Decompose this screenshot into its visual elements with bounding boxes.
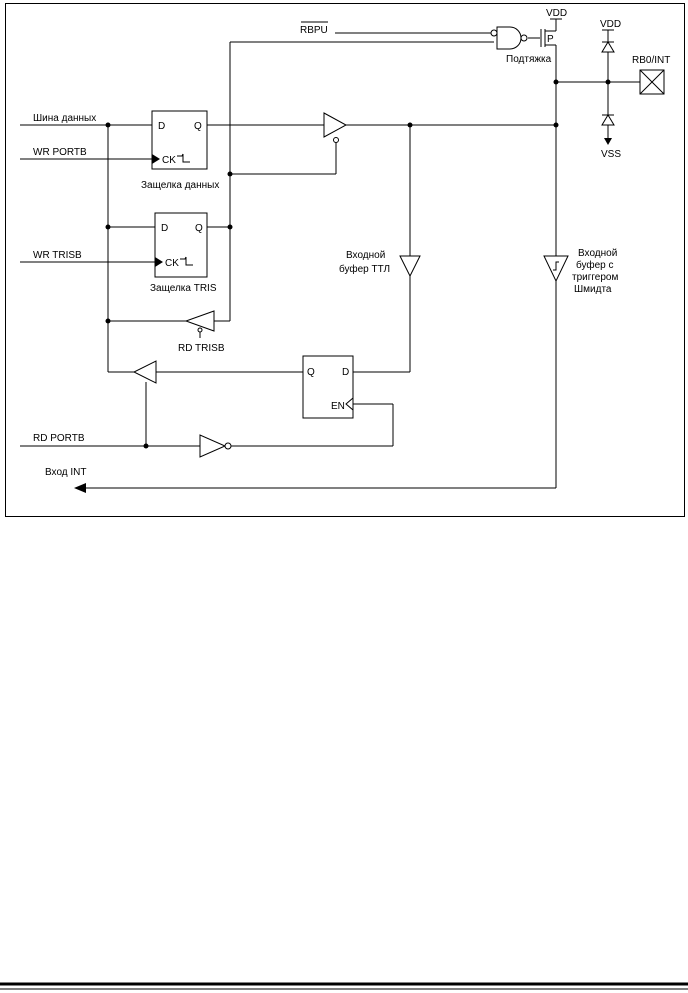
rd-portb-inverter [199,434,232,458]
input-latch-en: EN [331,401,345,412]
st-label-1: Входной [578,248,617,259]
vss-label: VSS [601,149,621,160]
input-latch-q: Q [307,367,315,378]
tris-latch-d: D [161,223,168,234]
ground-arrow-icon [604,138,612,145]
st-label-2: буфер с [576,259,614,271]
wr-trisb-label: WR TRISB [33,250,82,261]
tris-latch-label: Защелка TRIS [150,283,217,294]
input-latch: Q D EN [302,355,354,419]
data-latch-d: D [158,121,165,132]
rbpu-label: RBPU [300,25,328,36]
pmos-p: P [547,34,554,45]
schmitt-input-buffer: Входной буфер с триггером Шмидта [543,248,618,295]
ttl-label-2: буфер ТТЛ [339,263,390,275]
diode-icon [601,41,615,53]
rd-portb-buffer [132,360,157,384]
wr-portb-label: WR PORTB [33,147,87,158]
nand-gate: P Подтяжка RBPU VDD [300,8,567,65]
wires [20,18,640,489]
vdd-pullup-label: VDD [546,8,567,19]
rd-trisb-buffer [184,310,215,333]
data-latch-label: Защелка данных [141,180,219,191]
output-buffer [323,112,348,143]
rd-trisb-label: RD TRISB [178,343,225,354]
tris-latch-ck: CK [165,258,179,269]
tris-latch: D Q CK Защелка TRIS [150,212,217,294]
clock-icon [152,154,160,164]
ttl-label-1: Входной [346,250,385,261]
st-label-4: Шмидта [574,284,612,295]
ttl-input-buffer: Входной буфер ТТЛ [339,250,421,278]
input-latch-d: D [342,367,349,378]
rd-portb-label: RD PORTB [33,433,85,444]
data-latch-ck: CK [162,155,176,166]
tris-latch-q: Q [195,223,203,234]
pin-label: RB0/INT [632,55,670,66]
diode-icon [601,114,615,126]
junctions [105,79,611,449]
pullup-label: Подтяжка [506,54,552,65]
diagram-frame [5,3,685,517]
data-bus-label: Шина данных [33,113,96,124]
int-input-label: Вход INT [45,467,87,478]
schmitt-icon [553,261,559,271]
protection-diodes: VDD VSS [600,19,621,160]
st-label-3: триггером [572,272,618,283]
data-latch: D Q CK Защелка данных [141,110,219,191]
rb0-int-pin: RB0/INT [632,55,670,95]
vdd-diode-label: VDD [600,19,621,30]
data-latch-q: Q [194,121,202,132]
clock-icon [155,257,163,267]
int-arrow-icon [74,483,86,493]
